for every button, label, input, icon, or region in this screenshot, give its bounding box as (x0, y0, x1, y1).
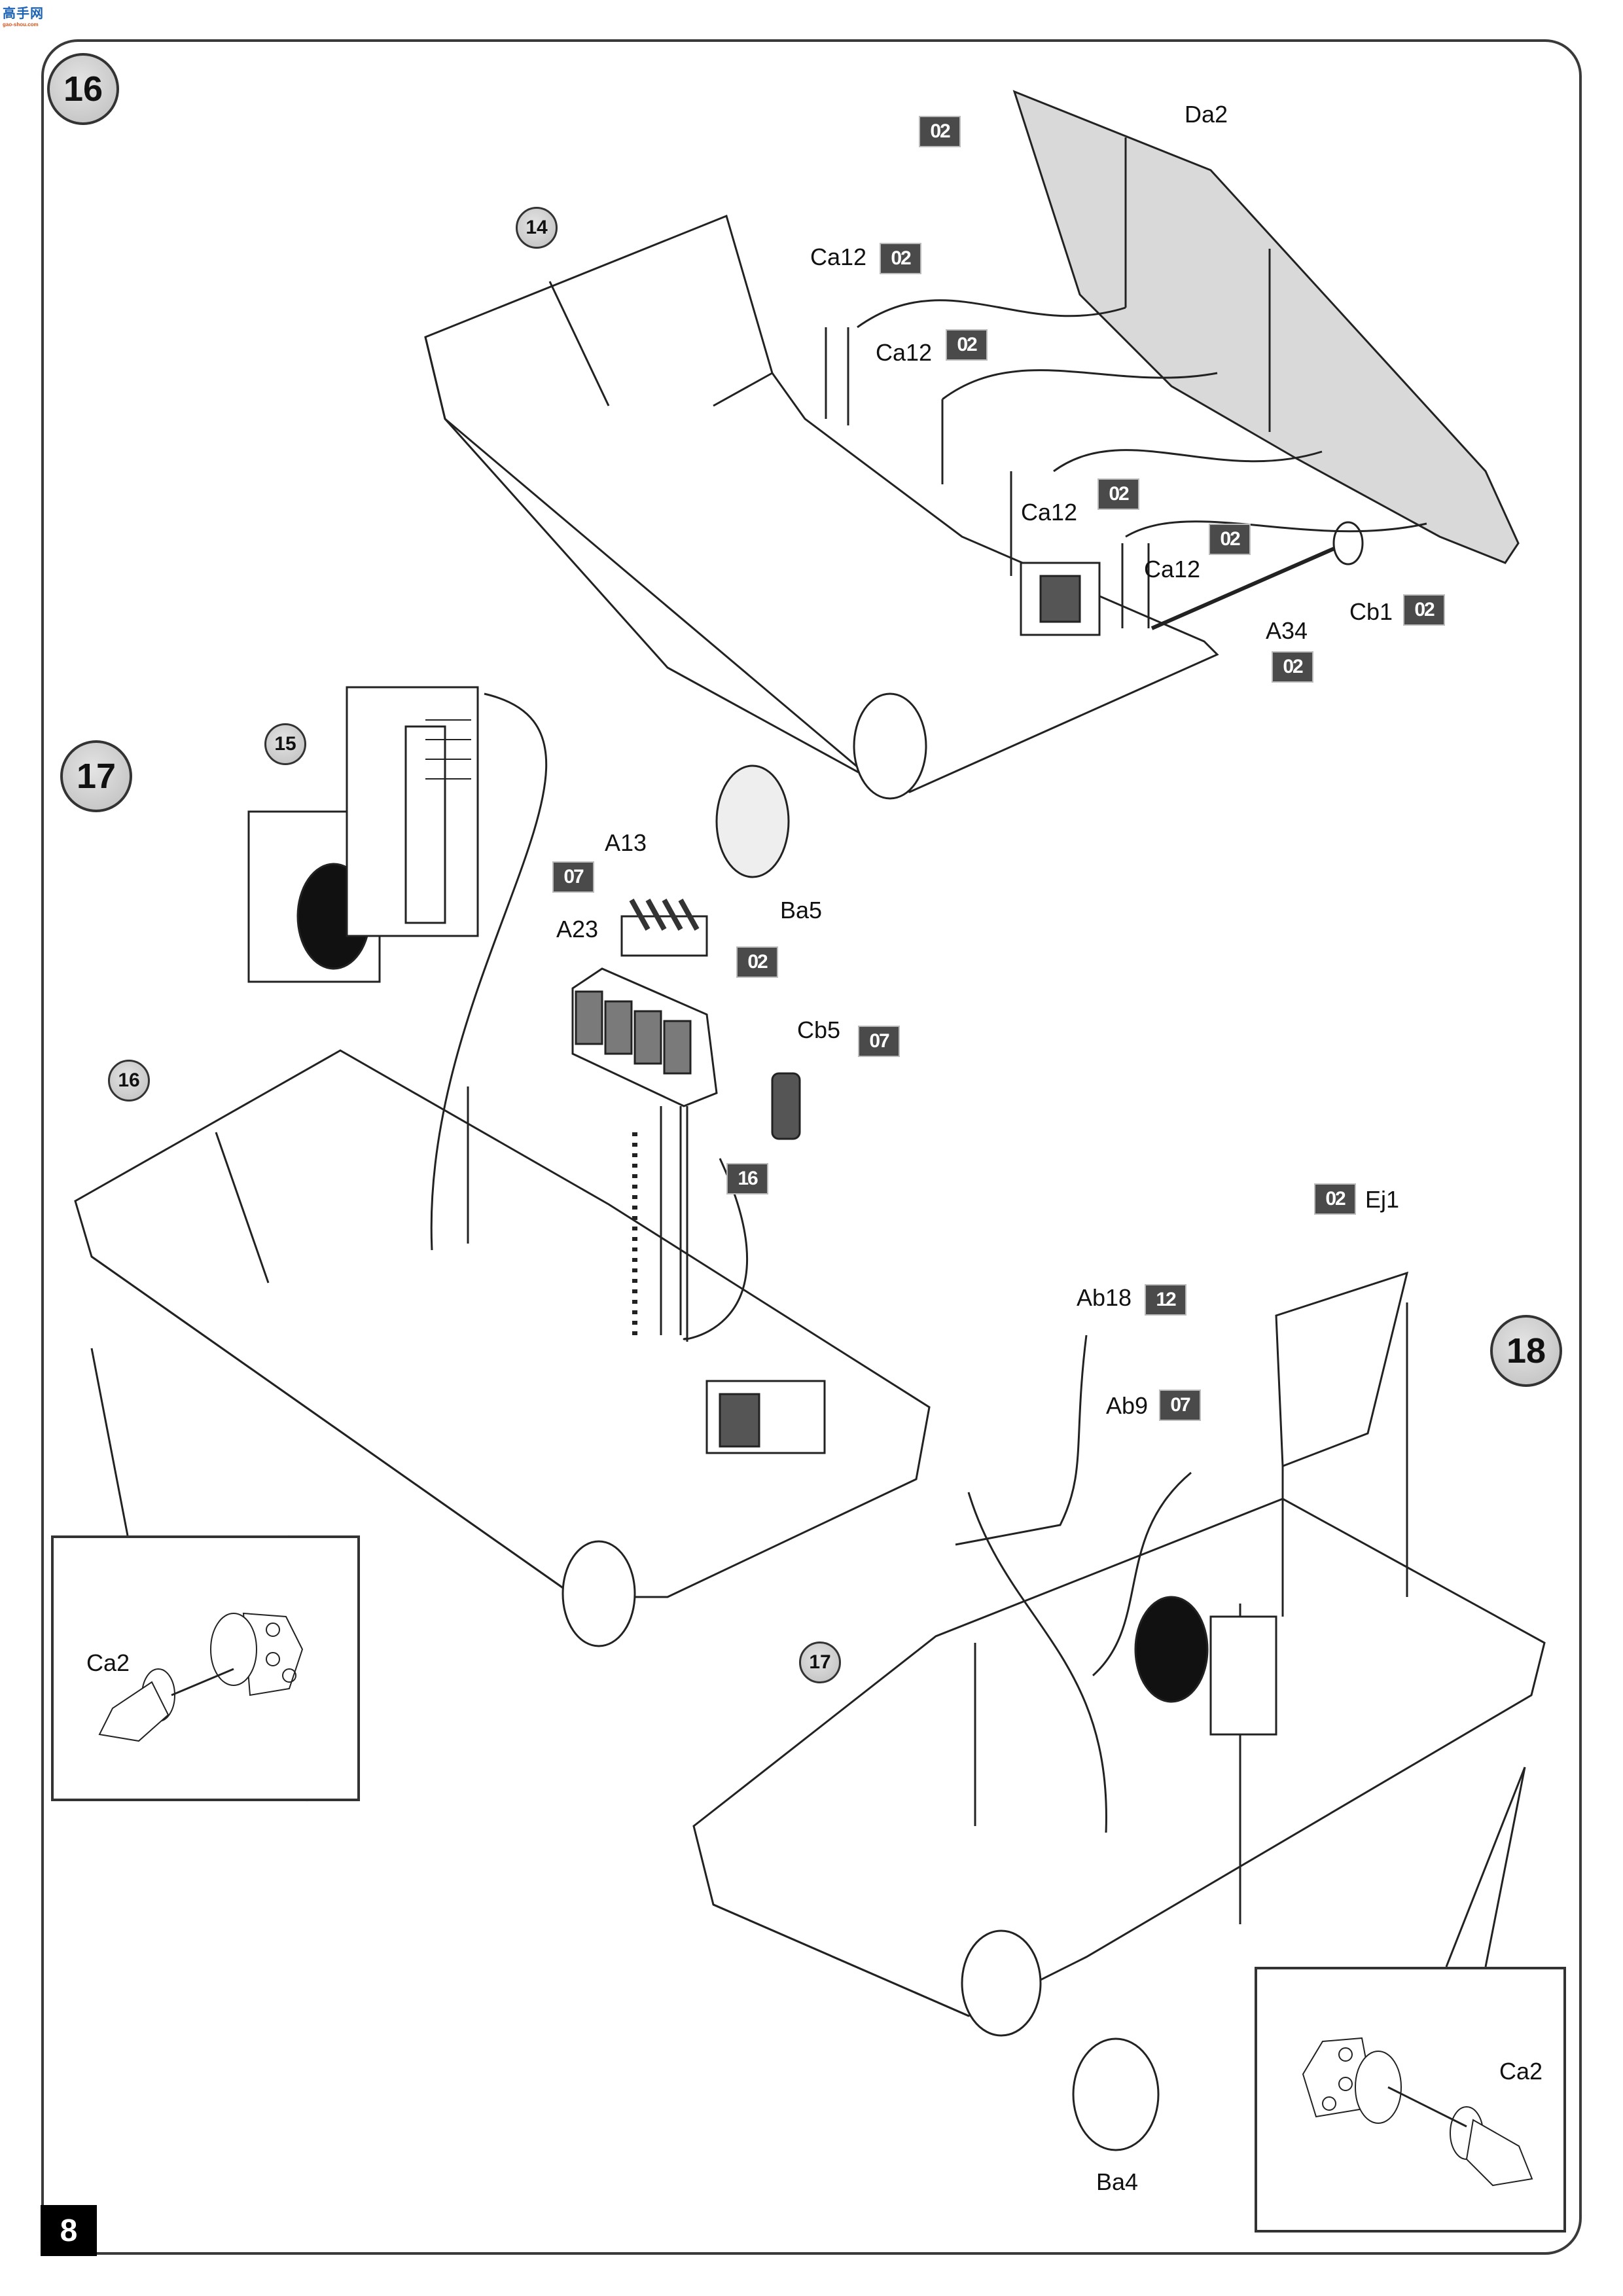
watermark-logo: 高手网 gao-shou.com (3, 3, 48, 27)
part-label-a34: A34 (1266, 617, 1308, 644)
part-label-ca2-left: Ca2 (86, 1649, 130, 1676)
paint-code-a34: 02 (1273, 653, 1312, 681)
page-frame (41, 39, 1582, 2255)
paint-code-ca12-3: 02 (1099, 480, 1138, 509)
watermark-url: gao-shou.com (3, 22, 39, 27)
axle-mount-detail-drawing-right (1302, 2037, 1533, 2187)
part-label-ca12-2: Ca12 (876, 339, 933, 366)
paint-code-a13: 07 (554, 863, 593, 891)
paint-code-ab9: 07 (1160, 1391, 1200, 1420)
detail-inset-right: Ca2 (1255, 1967, 1566, 2233)
paint-code-cb1: 02 (1404, 596, 1444, 624)
paint-code-da2: 02 (920, 117, 959, 146)
paint-code-a23: 02 (738, 948, 777, 977)
paint-code-cb5: 07 (859, 1027, 899, 1056)
paint-code-ej1: 02 (1315, 1185, 1355, 1213)
part-label-cb1: Cb1 (1349, 598, 1393, 625)
subassembly-ref-17: 17 (799, 1641, 841, 1683)
watermark-logo-text: 高手网 (3, 7, 44, 21)
part-label-ba4: Ba4 (1096, 2168, 1139, 2195)
paint-code-ca12-4: 02 (1210, 525, 1249, 554)
paint-code-cb5-secondary: 16 (728, 1164, 767, 1193)
paint-code-ca12-1: 02 (881, 244, 920, 273)
subassembly-ref-14: 14 (516, 207, 558, 249)
part-label-ca12-1: Ca12 (810, 243, 867, 270)
part-label-a23: A23 (556, 916, 599, 942)
step18-hull-drawing (692, 1271, 1546, 2151)
part-label-ca12-3: Ca12 (1021, 499, 1078, 526)
axle-mount-detail-drawing (98, 1612, 304, 1742)
step-number-18: 18 (1490, 1315, 1562, 1387)
page-number: 8 (41, 2205, 97, 2256)
part-label-ca2-right: Ca2 (1499, 2058, 1543, 2085)
paint-code-ab18: 12 (1146, 1285, 1185, 1314)
part-label-da2: Da2 (1185, 101, 1228, 128)
part-label-a13: A13 (605, 829, 647, 856)
part-label-cb5: Cb5 (797, 1016, 841, 1043)
subassembly-ref-15: 15 (264, 723, 306, 765)
step-number-17: 17 (60, 740, 132, 812)
paint-code-ca12-2: 02 (947, 331, 986, 359)
part-label-ca12-4: Ca12 (1144, 556, 1201, 583)
part-label-ab9: Ab9 (1106, 1392, 1149, 1419)
part-label-ab18: Ab18 (1077, 1284, 1132, 1311)
subassembly-ref-16: 16 (108, 1060, 150, 1102)
step16-hull-drawing (424, 90, 1520, 878)
detail-inset-left: Ca2 (51, 1535, 360, 1801)
step17-hull-drawing (74, 686, 931, 1647)
part-label-ba5: Ba5 (780, 897, 823, 924)
part-label-ej1: Ej1 (1365, 1186, 1400, 1213)
step-number-16: 16 (47, 53, 119, 125)
